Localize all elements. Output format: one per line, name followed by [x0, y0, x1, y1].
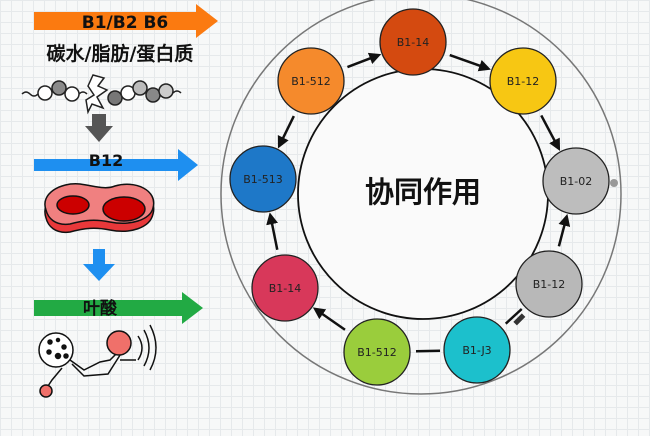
cycle-arrow	[557, 213, 571, 247]
cycle-arrow	[346, 52, 382, 69]
cycle-edges	[266, 52, 571, 353]
cycle-arrow	[540, 114, 561, 151]
center-label: 协同作用	[365, 175, 481, 209]
cycle-nodes: B1-14B1-12B1-02B1-12B1-J3B1-512B1-14B1-5…	[229, 8, 610, 386]
outer-ring	[220, 0, 622, 395]
node-circle[interactable]	[343, 318, 411, 386]
node-circle[interactable]	[443, 316, 511, 384]
node-label: B1-14	[397, 36, 430, 49]
red-blood-cell-icon	[44, 183, 155, 234]
cycle-node[interactable]: B1-512	[277, 47, 345, 115]
cycle-node[interactable]: B1-14	[379, 8, 447, 76]
node-label: B1-J3	[462, 344, 491, 357]
cycle-node[interactable]: B1-02	[542, 147, 610, 215]
node-label: B1-14	[269, 282, 302, 295]
node-circle[interactable]	[277, 47, 345, 115]
cycle-arrow	[266, 212, 279, 251]
node-circle[interactable]	[542, 147, 610, 215]
step1-label: B1/B2 B6	[82, 13, 169, 33]
cycle-node[interactable]: B1-14	[251, 254, 319, 322]
cycle-arrow	[312, 307, 346, 331]
down-arrow-blue	[83, 249, 115, 281]
cycle-node[interactable]: B1-J3	[443, 316, 511, 384]
cycle-node[interactable]: B1-12	[515, 250, 583, 318]
down-arrow-gray	[85, 114, 113, 142]
molecule-chain-break-icon	[21, 74, 182, 115]
node-circle[interactable]	[379, 8, 447, 76]
node-label: B1-02	[560, 175, 593, 188]
cycle-arrow	[277, 115, 295, 149]
node-circle[interactable]	[229, 145, 297, 213]
cycle-node[interactable]: B1-12	[489, 47, 557, 115]
node-label: B1-513	[243, 173, 283, 186]
inhibitor-mark	[513, 313, 526, 326]
blue-arrow	[34, 149, 198, 181]
node-label: B1-512	[291, 75, 331, 88]
arrow-step2: B12	[34, 149, 198, 181]
cycle-node[interactable]: B1-513	[229, 145, 297, 213]
cycle-connector	[504, 308, 523, 325]
node-circle[interactable]	[515, 250, 583, 318]
cycle-arrow	[449, 53, 491, 72]
node-label: B1-12	[533, 278, 566, 291]
node-label: B1-12	[507, 75, 540, 88]
arrow-step3: 叶酸	[34, 292, 203, 324]
cycle-node[interactable]: B1-512	[343, 318, 411, 386]
neuron-signal-icon	[38, 324, 157, 398]
orange-arrow	[34, 4, 218, 38]
step1-sublabel: 碳水/脂肪/蛋白质	[47, 42, 194, 65]
step2-label: B12	[89, 151, 123, 170]
node-label: B1-512	[357, 346, 397, 359]
step3-label: 叶酸	[83, 298, 118, 319]
node-circle[interactable]	[251, 254, 319, 322]
node-circle[interactable]	[489, 47, 557, 115]
ring-handle[interactable]	[610, 179, 618, 187]
green-arrow	[34, 292, 203, 324]
arrow-step1: B1/B2 B6	[34, 4, 218, 38]
